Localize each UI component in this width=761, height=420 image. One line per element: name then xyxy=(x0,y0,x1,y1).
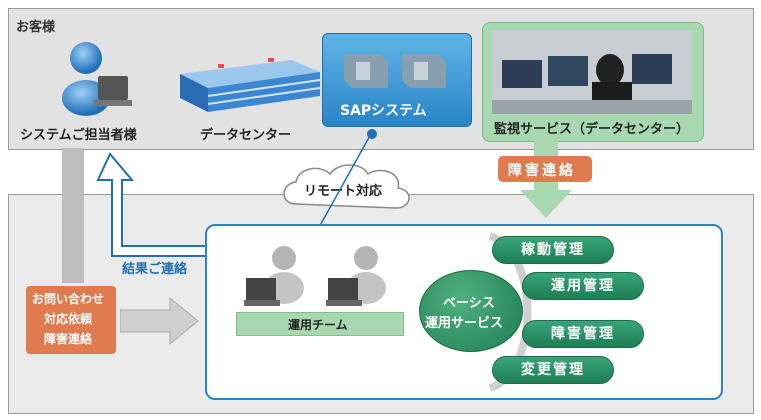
monitor-label: 監視サービス（データセンター） xyxy=(494,122,690,137)
result-contact-label: 結果ご連絡 xyxy=(122,262,188,277)
monitoring-photo xyxy=(492,30,692,114)
team-label: 運用チーム xyxy=(288,318,348,332)
fault-badge-label: 障害連絡 xyxy=(508,163,576,179)
team-person-icon xyxy=(326,246,386,306)
inquiry-line1: お問い合わせ xyxy=(32,292,105,306)
customer-label: お客様 xyxy=(16,20,56,35)
basis-circle xyxy=(419,270,523,352)
basis-line2: 運用サービス xyxy=(425,316,504,331)
sap-label: SAPシステム xyxy=(340,103,427,119)
team-bar xyxy=(236,312,404,336)
connector-bar xyxy=(62,148,84,283)
cloud-icon xyxy=(283,164,410,209)
datacenter-label: データセンター xyxy=(200,128,292,143)
fault-badge xyxy=(498,156,592,182)
remote-support-label: リモート対応 xyxy=(304,184,383,199)
service-pill: 変更管理 xyxy=(492,356,614,384)
person-label: システムご担当者様 xyxy=(20,128,137,143)
inquiry-box xyxy=(26,286,116,354)
inquiry-line2: 対応依頼 xyxy=(44,312,93,326)
basis-line1: ベーシス xyxy=(443,296,495,311)
service-pill: 運用管理 xyxy=(522,272,644,300)
service-pill: 稼動管理 xyxy=(492,236,614,264)
service-pill: 障害管理 xyxy=(522,320,644,348)
inquiry-line3: 障害連絡 xyxy=(44,332,93,346)
right-arrow-icon xyxy=(120,296,199,346)
person-icon xyxy=(62,42,132,116)
datacenter-building-icon xyxy=(180,58,321,112)
server-icon xyxy=(344,54,446,88)
team-person-icon xyxy=(244,246,304,306)
